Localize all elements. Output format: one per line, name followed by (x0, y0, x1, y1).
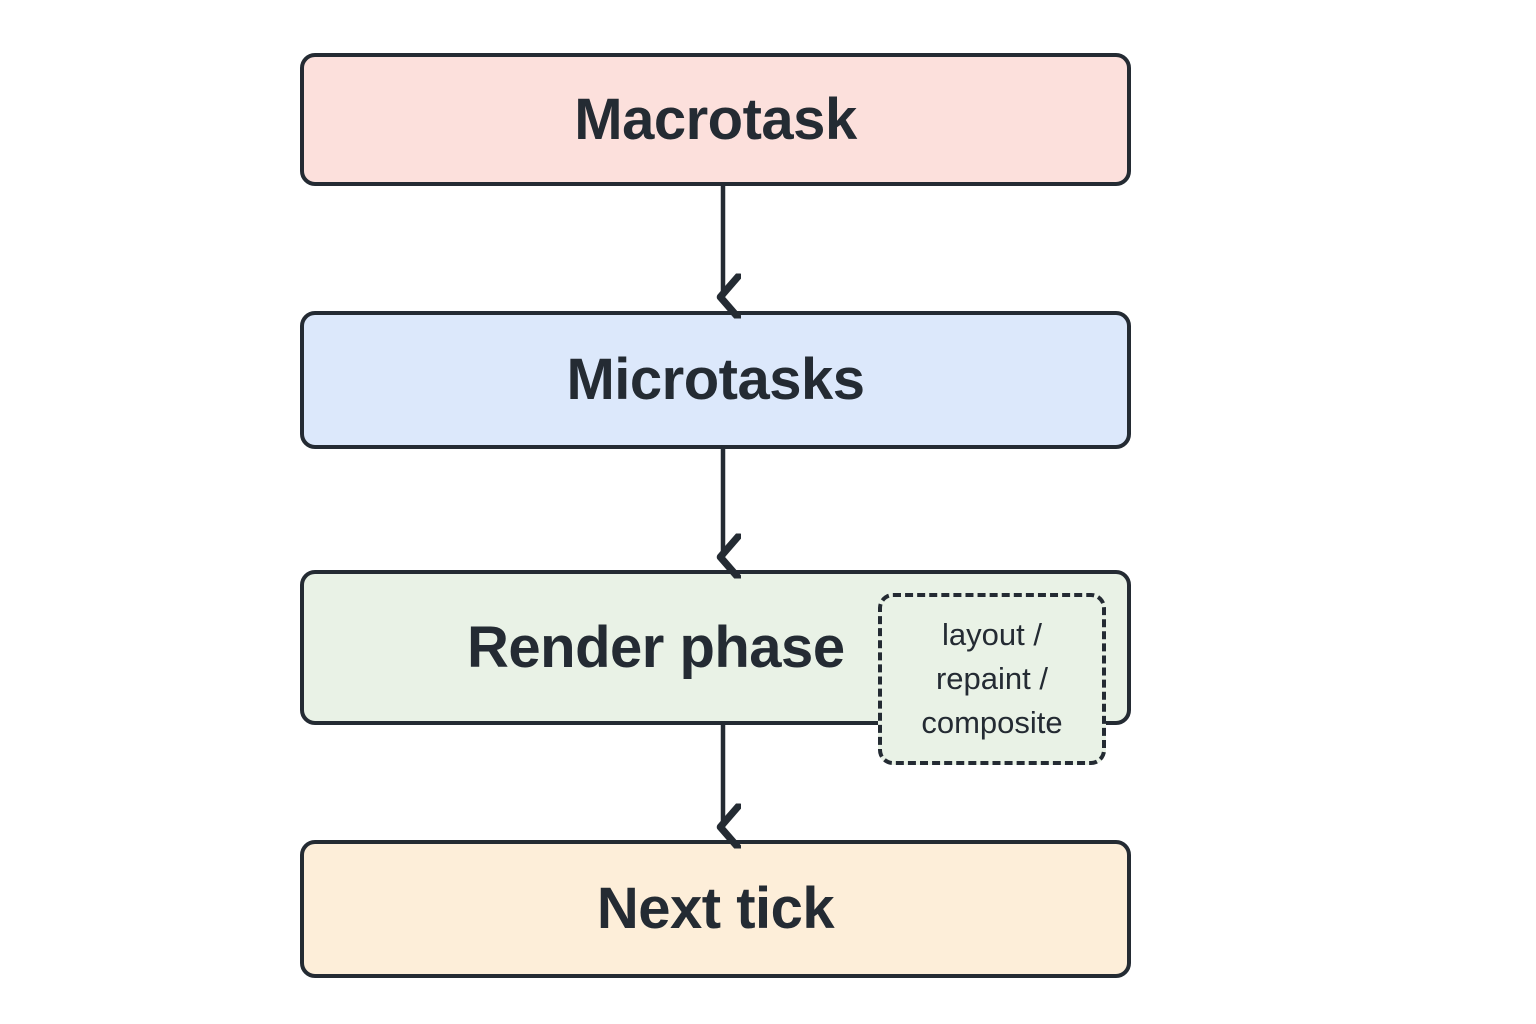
node-render-phase-label: Render phase (467, 614, 845, 680)
node-macrotask-label: Macrotask (574, 86, 857, 152)
node-next-tick-label: Next tick (596, 876, 835, 941)
node-next-tick[interactable]: Next tick (300, 840, 1131, 978)
node-microtasks[interactable]: Microtasks (300, 311, 1131, 449)
node-microtasks-label: Microtasks (566, 347, 865, 412)
render-phase-annotation-text: layout / repaint / composite (921, 616, 1063, 740)
render-phase-annotation: layout / repaint / composite (878, 593, 1106, 765)
node-macrotask[interactable]: Macrotask (300, 53, 1131, 186)
